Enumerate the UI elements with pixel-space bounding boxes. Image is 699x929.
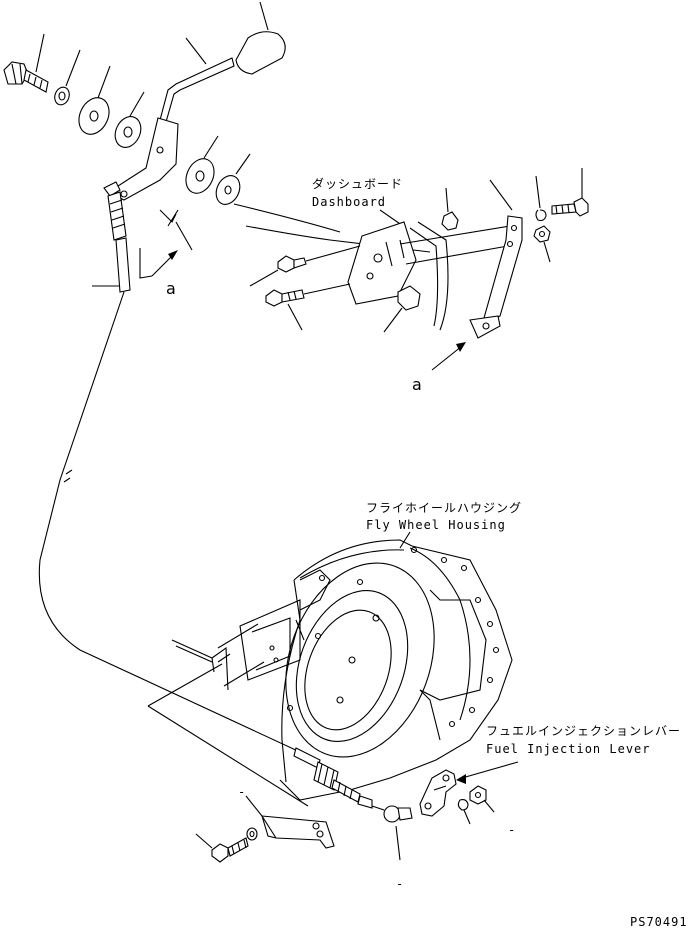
washer-bottom [246,827,258,841]
cable-break-mark [63,469,73,483]
drawing-code: PS70491 [630,915,688,929]
fuel-injection-lever [419,769,457,817]
bolt-dash-2 [265,283,351,331]
ref-a-right: a [412,375,422,394]
bolt-dash-1 [249,245,361,287]
washer-large-1 [78,65,111,135]
ref-arrow-a-left [139,248,178,279]
fuel-lever-label-jp: フュエルインジェクションレバー [486,724,681,738]
lever-plate [111,117,179,201]
nut-right [533,225,551,263]
control-cable [38,291,301,753]
cable-end-bottom [293,747,373,809]
bolt-bottom [195,833,249,863]
dash-bolt-line [399,225,511,245]
flywheel-label-en: Fly Wheel Housing [366,518,506,532]
dashboard-label-jp: ダッシュボード [312,176,403,191]
dash-bolt-line-2 [405,245,509,265]
flywheel-leader [399,531,411,549]
washer-large-3 [185,135,219,194]
nut-dash-1 [441,187,459,231]
flywheel-housing [171,539,513,801]
nut-dash-2 [383,285,421,333]
nut-dash-label: - [508,823,516,837]
ball-joint: - [371,805,413,891]
ball-joint-dash-label: - [396,877,404,891]
washer-fuel [457,798,471,825]
bolt-right-top [551,168,589,217]
flywheel-label-jp: フライホイールハウジング [366,501,522,515]
nut-fuel: - [469,785,516,837]
vertical-bracket [469,179,523,339]
bracket-dash-label: - [238,785,246,799]
fuel-lever-arrow [456,761,519,784]
knob [235,1,286,75]
dashboard-label-en: Dashboard [312,195,386,209]
fuel-lever-label-en: Fuel Injection Lever [486,742,651,756]
washer-right [535,175,547,222]
bracket-leader [147,663,309,807]
ref-a-left: a [166,279,176,298]
cable-end-top [92,181,131,293]
washer-large-2 [114,91,145,148]
dashboard-panel [233,203,449,331]
lower-bracket: - [238,785,335,849]
ref-arrow-a-right [431,342,466,371]
washer-small-top [54,49,81,106]
washer-large-4 [215,153,251,205]
bolt-top-left [3,33,49,93]
lever-rod [159,37,235,123]
cotter-pin [159,209,193,251]
